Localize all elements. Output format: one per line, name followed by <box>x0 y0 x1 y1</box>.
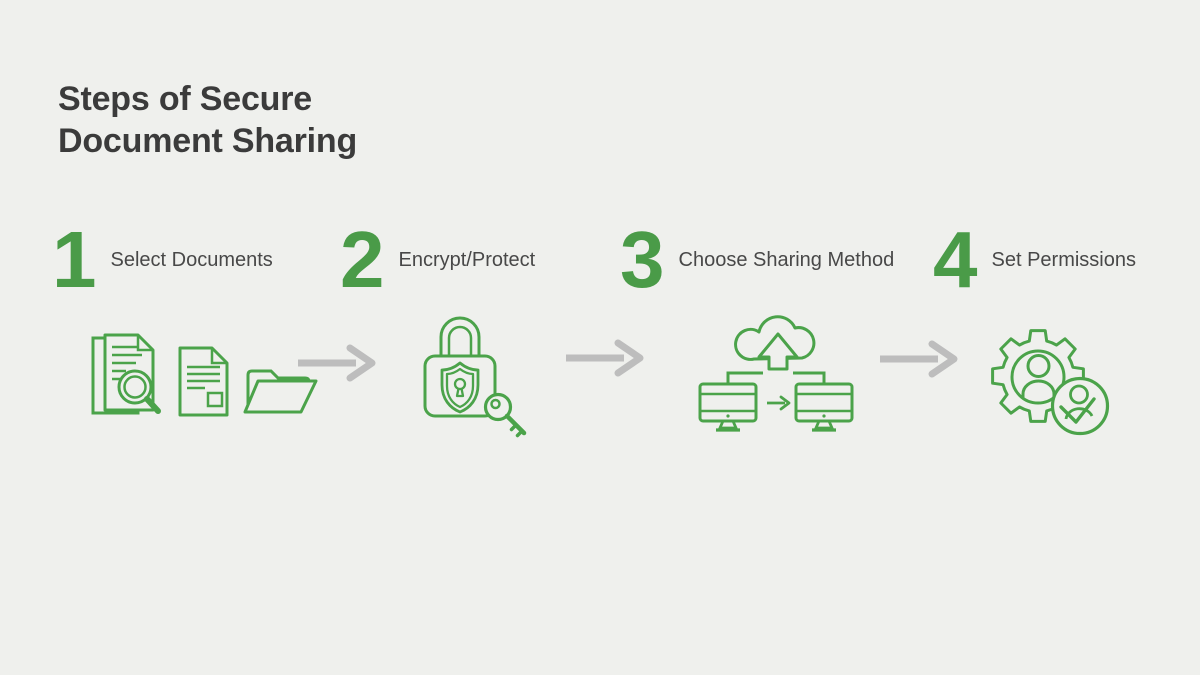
computer-left-icon <box>698 382 758 432</box>
step-2-header: 2 Encrypt/Protect <box>340 215 536 304</box>
step-1-icons <box>90 325 320 440</box>
connector-arrow-1 <box>296 343 380 383</box>
step-2-icons <box>420 306 535 446</box>
step-4-icons <box>988 326 1113 441</box>
step-3-icons <box>695 305 857 440</box>
step-2-number: 2 <box>340 215 385 304</box>
arrow-right-icon <box>298 344 376 382</box>
arrow-right-icon <box>880 340 958 378</box>
step-2-label: Encrypt/Protect <box>398 248 536 271</box>
step-4-number: 4 <box>933 215 978 304</box>
step-1-label: Select Documents <box>110 248 273 271</box>
document-icon <box>178 346 229 417</box>
step-4-header: 4 Set Permissions <box>933 215 1137 304</box>
connector-arrow-3 <box>878 339 962 379</box>
gear-user-check-icon <box>991 329 1110 436</box>
document-search-icon <box>91 333 161 415</box>
arrow-right-icon <box>566 339 644 377</box>
step-3-label: Choose Sharing Method <box>678 248 895 271</box>
page-title-line1: Steps of Secure <box>58 80 312 118</box>
connector-arrow-2 <box>564 338 648 378</box>
page-title-line2: Document Sharing <box>58 122 358 160</box>
step-1-header: 1 Select Documents <box>52 215 273 304</box>
cloud-upload-transfer-icon <box>698 315 854 432</box>
step-4-label: Set Permissions <box>991 248 1137 271</box>
step-3-number: 3 <box>620 215 665 304</box>
folder-icon <box>243 369 318 414</box>
step-1-number: 1 <box>52 215 97 304</box>
computer-right-icon <box>794 382 854 432</box>
lock-shield-key-icon <box>423 316 527 438</box>
step-3-header: 3 Choose Sharing Method <box>620 215 895 304</box>
page-title: Steps of Secure Document Sharing <box>58 78 357 162</box>
